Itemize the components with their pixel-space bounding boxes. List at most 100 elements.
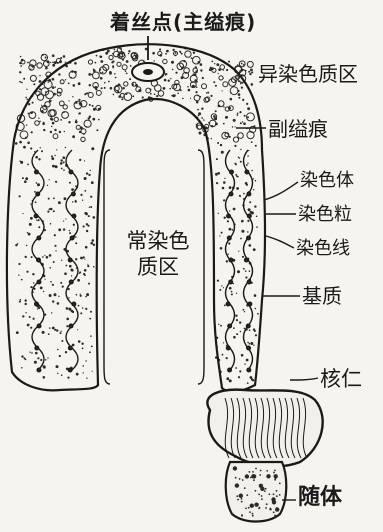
- satellite-dot: [245, 508, 247, 510]
- stipple-dot: [41, 105, 42, 106]
- satellite-dot: [241, 501, 243, 503]
- stipple-dot: [68, 297, 69, 298]
- stipple-dot: [221, 151, 224, 154]
- stipple-dot: [175, 55, 177, 57]
- stipple-dot: [88, 60, 92, 64]
- stipple-dot: [100, 77, 103, 80]
- stipple-dot: [93, 266, 95, 268]
- stipple-dot: [171, 61, 174, 64]
- stipple-dot: [223, 82, 228, 87]
- euchromatin-bracket-left: [104, 150, 110, 384]
- stipple-dot: [26, 271, 28, 273]
- stipple-dot: [163, 87, 166, 90]
- chromomere-bead: [34, 214, 38, 218]
- stipple-dot: [63, 161, 65, 163]
- stipple-dot: [28, 113, 30, 115]
- stipple-dot: [56, 329, 58, 331]
- stipple-dot: [104, 87, 106, 89]
- chromomere-bead: [247, 236, 251, 240]
- stipple-dot: [235, 126, 236, 127]
- stipple-dot: [45, 57, 47, 59]
- euchromatin-label-line1: 常染色: [126, 228, 190, 254]
- stipple-dot: [104, 82, 106, 84]
- stipple-dot: [90, 242, 93, 245]
- stipple-dot: [250, 376, 253, 379]
- stipple-dot: [197, 125, 201, 129]
- stipple-dot: [65, 147, 66, 148]
- chromosome-thread-label: 染色线: [296, 240, 350, 258]
- stipple-dot: [36, 220, 37, 221]
- stipple-dot: [88, 283, 90, 285]
- stipple-dot: [229, 186, 232, 189]
- stipple-dot: [232, 126, 233, 127]
- stipple-dot: [82, 348, 84, 350]
- stipple-dot: [84, 160, 85, 161]
- stipple-dot: [90, 196, 92, 198]
- stipple-dot: [89, 104, 91, 106]
- stipple-dot: [211, 61, 213, 63]
- stipple-dot: [65, 62, 66, 63]
- stipple-dot: [218, 73, 219, 74]
- stipple-dot: [65, 218, 66, 219]
- stipple-dot: [21, 82, 23, 84]
- stipple-dot: [32, 273, 34, 275]
- satellite-dot: [241, 515, 243, 517]
- stipple-dot: [32, 65, 35, 68]
- satellite-dot: [252, 471, 254, 473]
- stipple-dot: [19, 195, 21, 197]
- stipple-dot: [244, 363, 245, 364]
- stipple-dot: [43, 376, 46, 379]
- stipple-dot: [54, 129, 56, 131]
- stipple-dot: [38, 118, 39, 119]
- left-arm-end: [12, 372, 98, 390]
- stipple-dot: [50, 208, 53, 211]
- satellite-dot: [250, 477, 252, 479]
- stipple-dot: [25, 137, 27, 139]
- stipple-dot: [58, 228, 61, 231]
- stipple-dot: [219, 289, 221, 291]
- stipple-dot: [51, 157, 54, 160]
- stipple-dot: [42, 123, 45, 126]
- stipple-dot: [81, 129, 86, 134]
- stipple-dot: [85, 246, 88, 249]
- stipple-dot: [30, 68, 31, 69]
- stipple-dot: [100, 56, 103, 59]
- stipple-dot: [80, 294, 81, 295]
- stipple-dot: [217, 142, 219, 144]
- stipple-dot: [230, 98, 233, 101]
- stipple-dot: [249, 270, 251, 272]
- stipple-dot: [28, 103, 30, 105]
- stipple-dot: [91, 346, 93, 348]
- chromomere-bead: [245, 170, 249, 174]
- stipple-dot: [76, 294, 78, 296]
- satellite-structure: [226, 462, 287, 522]
- stipple-dot: [69, 182, 71, 184]
- stipple-dot: [48, 82, 49, 83]
- stipple-dot: [89, 318, 91, 320]
- stipple-dot: [54, 117, 58, 121]
- stipple-dot: [109, 71, 112, 74]
- stipple-dot: [21, 367, 23, 369]
- satellite-dot: [276, 495, 278, 497]
- stipple-dot: [122, 65, 127, 70]
- stipple-dot: [243, 122, 246, 125]
- stipple-dot: [96, 90, 101, 95]
- stipple-dot: [249, 329, 251, 331]
- stipple-dot: [90, 311, 92, 313]
- stipple-dot: [38, 219, 40, 221]
- stipple-dot: [251, 211, 252, 212]
- stipple-dot: [92, 239, 95, 242]
- chromomere-bead: [36, 192, 40, 196]
- stipple-dot: [29, 316, 31, 318]
- satellite-dot: [266, 503, 268, 505]
- stipple-dot: [138, 89, 141, 92]
- stipple-texture: [15, 47, 259, 384]
- stipple-dot: [41, 150, 43, 152]
- stipple-dot: [233, 336, 236, 339]
- stipple-dot: [87, 265, 89, 267]
- stipple-dot: [15, 142, 18, 145]
- stipple-dot: [218, 101, 224, 107]
- stipple-dot: [25, 299, 27, 301]
- stipple-dot: [93, 244, 95, 246]
